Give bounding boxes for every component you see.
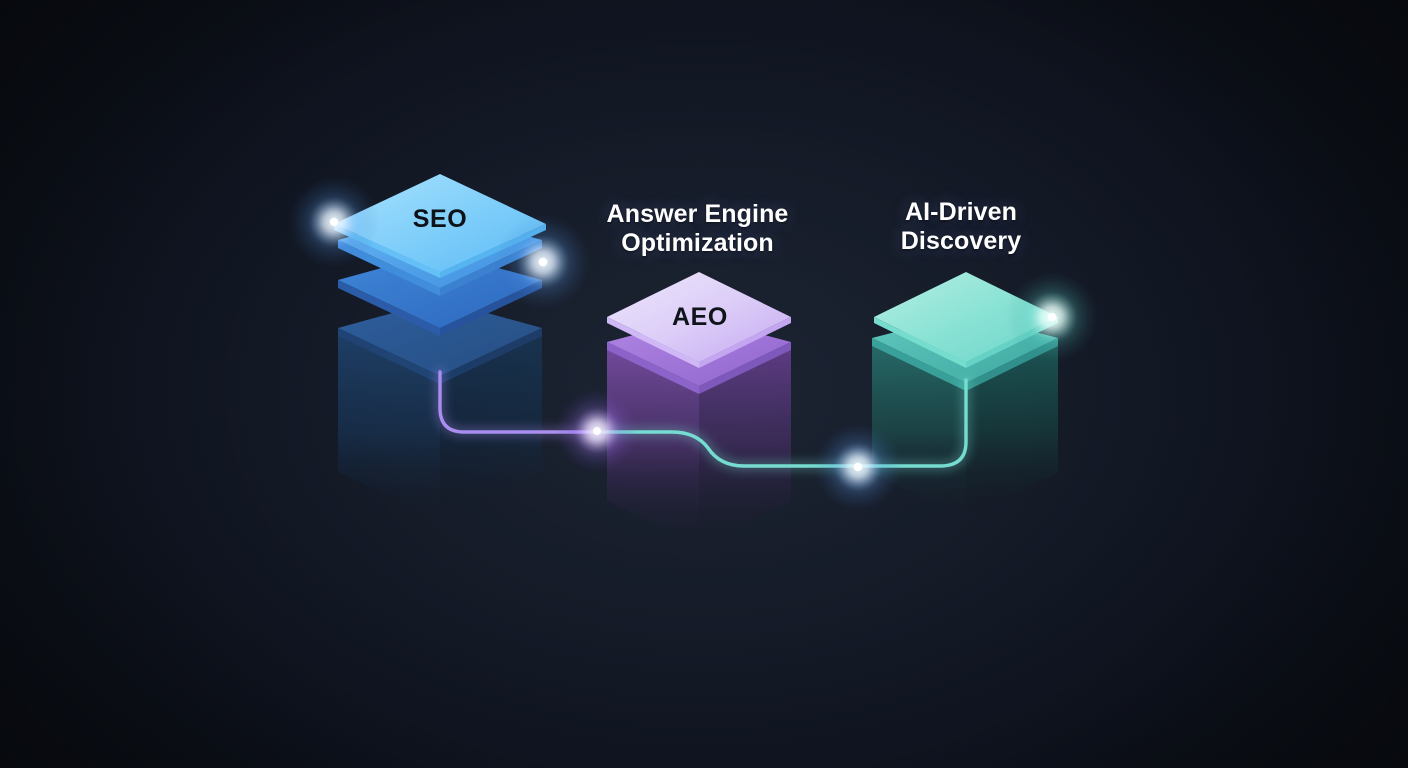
aeo-box-body	[607, 342, 791, 545]
glow-node-seo-left	[288, 176, 380, 268]
connector-aeo-to-ai	[589, 375, 971, 471]
connector-seo-to-aeo	[435, 367, 605, 437]
glow-node-seo-right	[495, 214, 591, 310]
aeo-layer-1-top[interactable]	[607, 272, 791, 368]
seo-box-body	[338, 328, 542, 520]
glow-node-ai-right	[1006, 271, 1098, 363]
stack-aeo[interactable]	[607, 272, 791, 545]
glow-node-aeo-link	[555, 389, 639, 473]
seo-layer-4	[338, 300, 542, 384]
glow-node-ai-link	[814, 423, 902, 511]
